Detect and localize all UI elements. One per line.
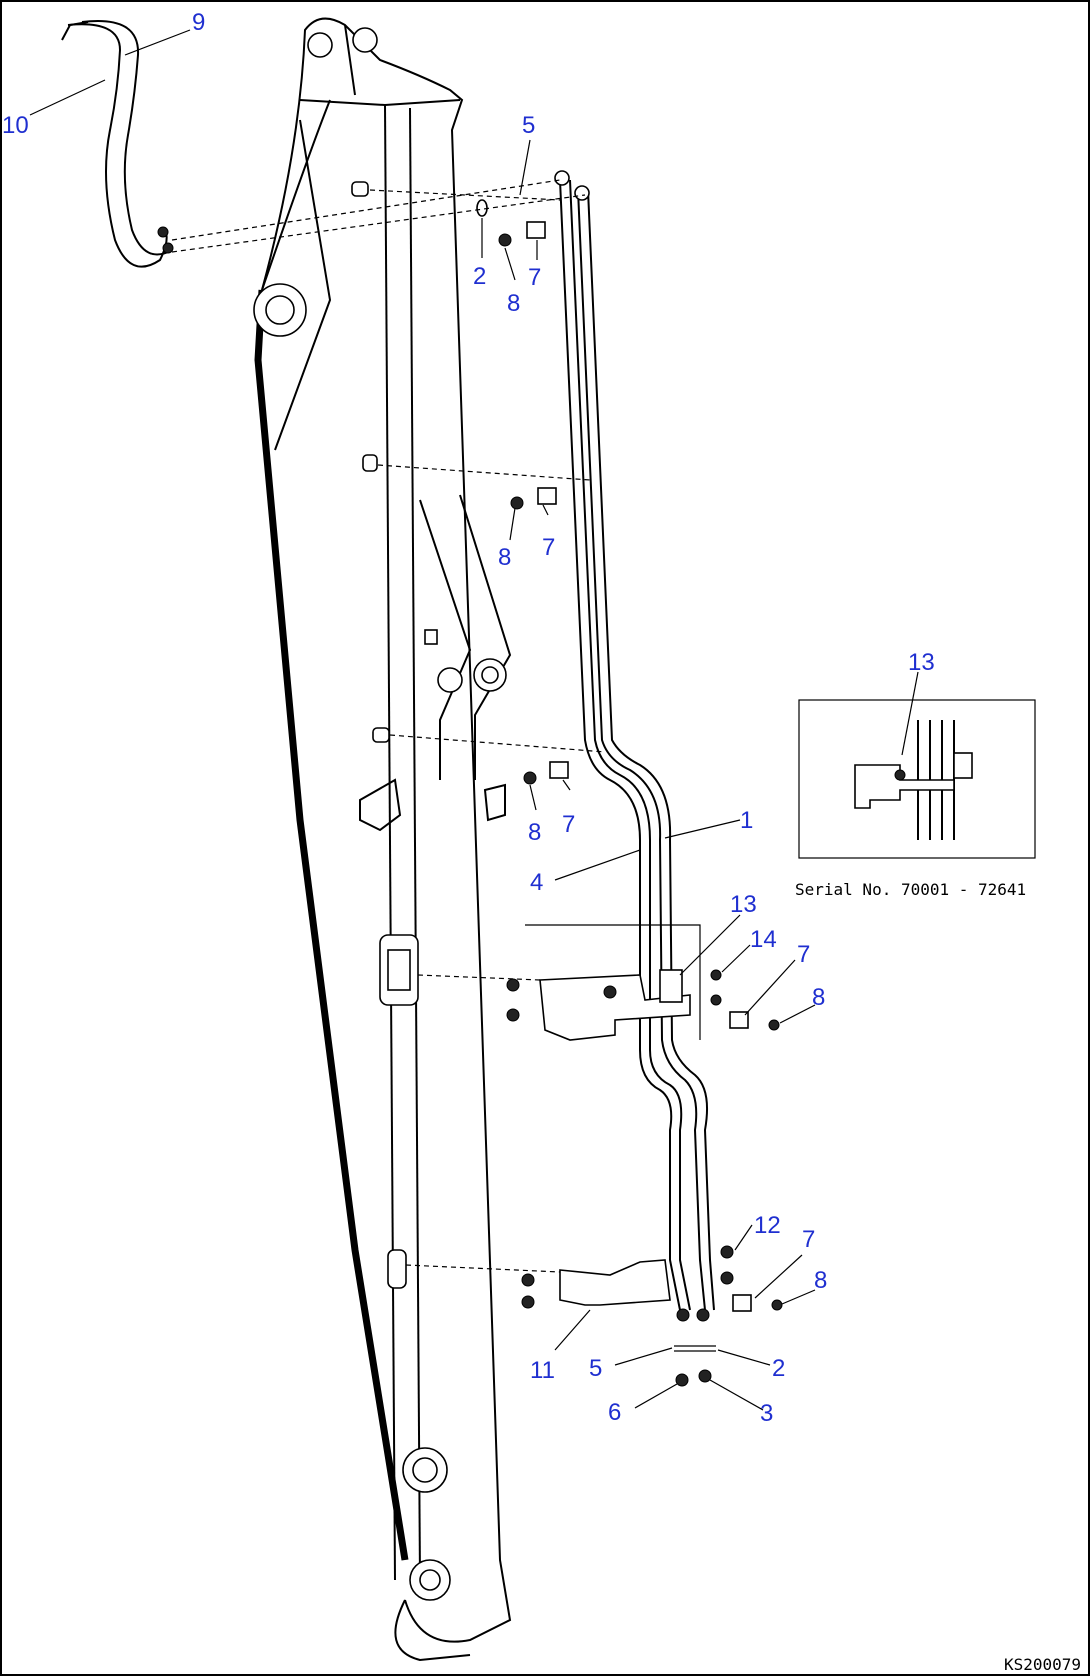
inset-serial-text: Serial No. 70001 - 72641 [795,880,1026,899]
callout: 7 [562,811,575,838]
hose-assembly [61,20,174,268]
callout: 3 [760,1400,773,1427]
callout: 2 [473,263,486,290]
callout: 8 [812,984,825,1011]
callout: 4 [530,869,543,896]
callout: 2 [772,1355,785,1382]
callout: 8 [498,544,511,571]
callout: 13 [908,649,935,676]
callout: 9 [192,9,205,36]
callout: 5 [589,1355,602,1382]
callout: 5 [522,112,535,139]
callout: 13 [730,891,757,918]
callout: 1 [740,807,753,834]
boom-arm [253,17,512,1662]
leader-lines [29,29,919,1411]
inset-view [798,699,1036,859]
callout: 11 [530,1357,555,1384]
pipe-lines [554,170,715,1322]
clamps-hardware [476,199,783,1387]
callout: 10 [2,112,29,139]
callout: 8 [528,819,541,846]
callout: 6 [608,1399,621,1426]
callout: 7 [802,1226,815,1253]
callout: 7 [528,264,541,291]
callout: 8 [507,290,520,317]
callout-labels: 9 10 5 2 8 7 8 7 8 7 1 4 13 14 7 8 13 12… [2,9,935,1427]
callout: 12 [754,1212,781,1239]
callout: 7 [797,941,810,968]
callout: 8 [814,1267,827,1294]
drawing-code: KS200079 [1004,1655,1081,1674]
callout: 14 [750,926,777,953]
callout: 7 [542,534,555,561]
alignment-lines [171,179,606,1273]
